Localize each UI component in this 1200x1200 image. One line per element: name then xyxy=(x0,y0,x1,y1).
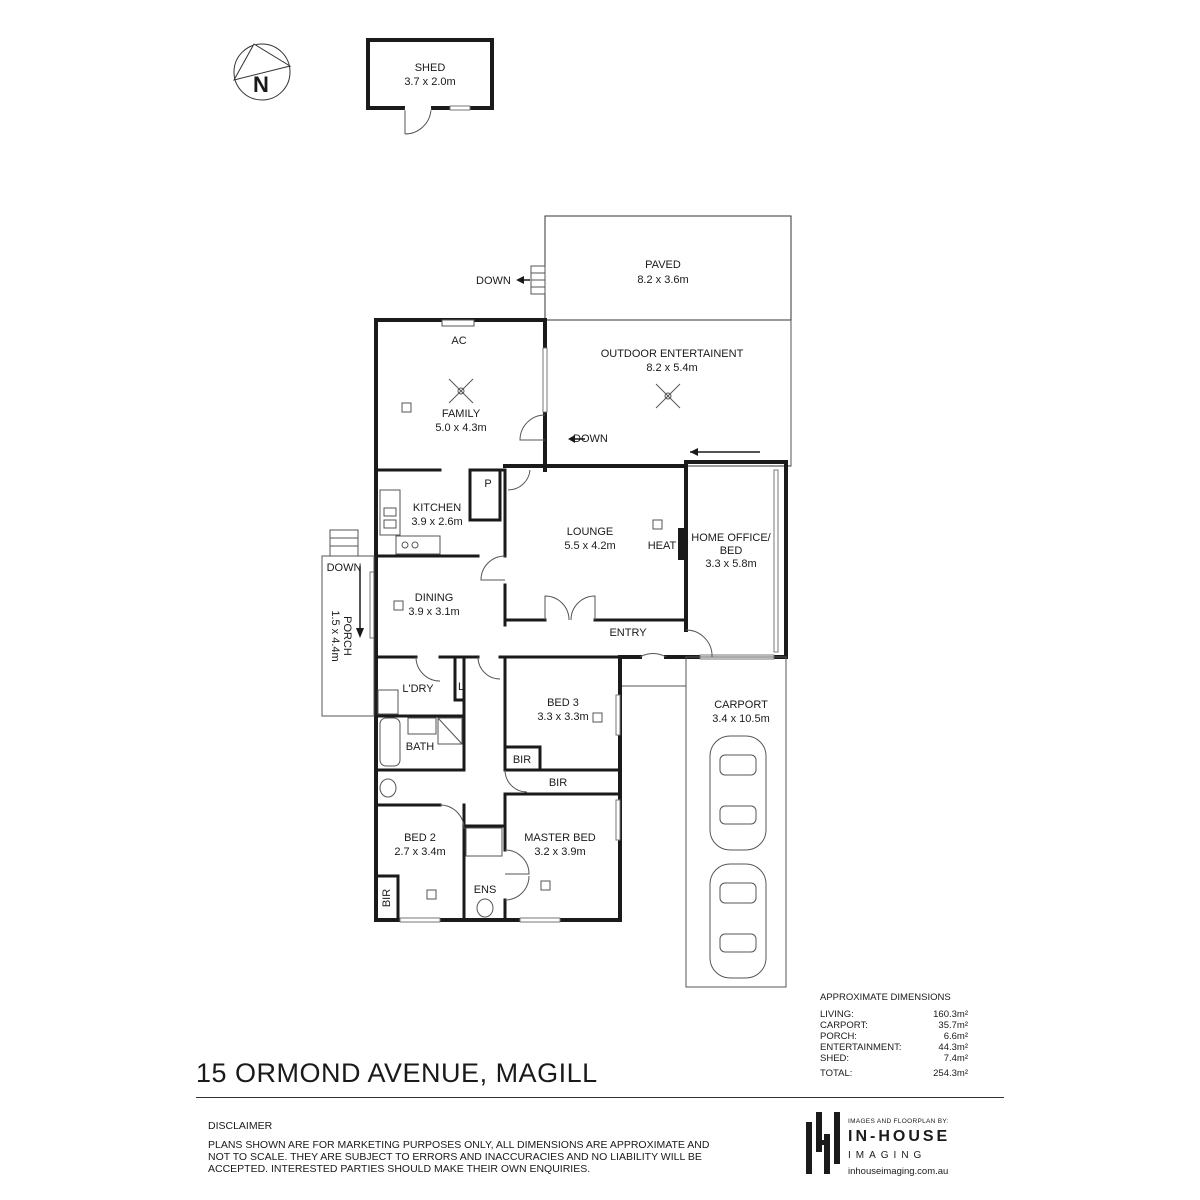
office-size: 3.3 x 5.8m xyxy=(705,558,756,570)
ac-unit-icon xyxy=(441,319,475,327)
disclaimer-heading: DISCLAIMER xyxy=(208,1120,273,1132)
paved-area: PAVED 8.2 x 3.6m DOWN xyxy=(476,215,792,321)
bed2-name: BED 2 xyxy=(404,832,436,844)
bir-label: BIR xyxy=(381,889,393,907)
entry-label: ENTRY xyxy=(609,627,647,639)
pantry-label: P xyxy=(484,478,491,490)
kitchen-name: KITCHEN xyxy=(413,502,461,514)
dining-size: 3.9 x 3.1m xyxy=(408,606,459,618)
office-name-2: BED xyxy=(720,545,743,557)
dimension-label: ENTERTAINMENT: xyxy=(820,1042,902,1053)
dimension-row: CARPORT: 35.7m² xyxy=(820,1020,968,1031)
shed-size: 3.7 x 2.0m xyxy=(404,76,455,88)
dimension-row: PORCH: 6.6m² xyxy=(820,1031,968,1042)
bath-label: BATH xyxy=(406,741,435,753)
dimension-value: 160.3m² xyxy=(933,1009,968,1020)
bed3-name: BED 3 xyxy=(547,697,579,709)
doors xyxy=(415,414,713,901)
paved-down-label: DOWN xyxy=(476,275,511,287)
outdoor-size: 8.2 x 5.4m xyxy=(646,362,697,374)
dimension-row: LIVING: 160.3m² xyxy=(820,1009,968,1020)
outdoor-entertainment: OUTDOOR ENTERTAINENT 8.2 x 5.4m DOWN xyxy=(544,319,792,467)
dimensions-heading: APPROXIMATE DIMENSIONS xyxy=(820,992,951,1003)
dimension-label: PORCH: xyxy=(820,1031,857,1042)
ac-label: AC xyxy=(451,335,466,347)
dimension-total-label: TOTAL: xyxy=(820,1068,853,1079)
dimension-value: 6.6m² xyxy=(943,1031,968,1042)
paved-name: PAVED xyxy=(645,259,681,271)
paved-size: 8.2 x 3.6m xyxy=(637,274,688,286)
bed3-size: 3.3 x 3.3m xyxy=(537,711,588,723)
heat-label: HEAT xyxy=(648,540,677,552)
ensuite-label: ENS xyxy=(474,884,497,896)
porch-name: PORCH xyxy=(341,616,353,656)
family-name: FAMILY xyxy=(442,408,481,420)
brand-url[interactable]: inhouseimaging.com.au xyxy=(848,1166,949,1177)
floor-plan: N SHED 3.7 x 2.0m PAVED 8.2 x 3.6m DOWN … xyxy=(233,38,792,988)
car-icon xyxy=(709,735,767,851)
office-name-1: HOME OFFICE/ xyxy=(691,532,771,544)
master-name: MASTER BED xyxy=(524,832,596,844)
dimension-row: ENTERTAINMENT: 44.3m² xyxy=(820,1042,968,1053)
disclaimer-line: PLANS SHOWN ARE FOR MARKETING PURPOSES O… xyxy=(208,1139,710,1151)
disclaimer-text: PLANS SHOWN ARE FOR MARKETING PURPOSES O… xyxy=(208,1139,728,1175)
light-markers xyxy=(393,402,663,900)
kitchen-size: 3.9 x 2.6m xyxy=(411,516,462,528)
lounge-size: 5.5 x 4.2m xyxy=(564,540,615,552)
carport: CARPORT 3.4 x 10.5m xyxy=(685,656,787,988)
master-size: 3.2 x 3.9m xyxy=(534,846,585,858)
in-house-logo-icon xyxy=(806,1112,840,1174)
divider xyxy=(196,1097,1004,1098)
outdoor-down-label: DOWN xyxy=(573,433,608,445)
linen-label: L xyxy=(458,681,464,693)
room-labels: AC FAMILY 5.0 x 4.3m P KITCHEN 3.9 x 2.6… xyxy=(381,335,772,907)
shed: SHED 3.7 x 2.0m xyxy=(366,38,494,135)
family-size: 5.0 x 4.3m xyxy=(435,422,486,434)
bir-label: BIR xyxy=(549,777,567,789)
porch-size: 1.5 x 4.4m xyxy=(329,610,341,661)
heater-icon xyxy=(678,528,684,560)
bed2-size: 2.7 x 3.4m xyxy=(394,846,445,858)
laundry-label: L'DRY xyxy=(402,683,434,695)
dimension-row: SHED: 7.4m² xyxy=(820,1053,968,1064)
porch-down-label: DOWN xyxy=(327,562,362,574)
dimension-total-value: 254.3m² xyxy=(933,1068,968,1079)
dimensions-table: APPROXIMATE DIMENSIONS LIVING: 160.3m² C… xyxy=(820,992,968,1079)
dimension-label: SHED: xyxy=(820,1053,850,1064)
porch: DOWN PORCH 1.5 x 4.4m xyxy=(321,529,375,717)
bir-label: BIR xyxy=(513,754,531,766)
dimension-total-row: TOTAL: 254.3m² xyxy=(820,1068,968,1079)
compass-letter: N xyxy=(253,72,269,97)
dimension-label: CARPORT: xyxy=(820,1020,868,1031)
dimension-value: 44.3m² xyxy=(938,1042,968,1053)
brand-subtitle: IMAGING xyxy=(848,1150,927,1161)
car-icon xyxy=(709,863,767,979)
fixtures xyxy=(377,489,503,918)
dimension-value: 35.7m² xyxy=(938,1020,968,1031)
property-address: 15 ORMOND AVENUE, MAGILL xyxy=(196,1058,598,1088)
brand-name: IN-HOUSE xyxy=(848,1128,951,1145)
ceiling-fan-icon xyxy=(448,378,474,404)
carport-size: 3.4 x 10.5m xyxy=(712,713,769,725)
house-walls xyxy=(369,318,788,923)
carport-name: CARPORT xyxy=(714,699,768,711)
compass-icon: N xyxy=(233,43,292,101)
disclaimer-line: NOT TO SCALE. THEY ARE SUBJECT TO ERRORS… xyxy=(208,1151,702,1163)
outdoor-name: OUTDOOR ENTERTAINENT xyxy=(601,348,744,360)
dining-name: DINING xyxy=(415,592,454,604)
brand-credit: IMAGES AND FLOORPLAN BY: xyxy=(848,1118,949,1125)
ceiling-fan-icon xyxy=(655,383,681,409)
shed-name: SHED xyxy=(415,62,446,74)
dimension-value: 7.4m² xyxy=(943,1053,968,1064)
dimension-label: LIVING: xyxy=(820,1009,854,1020)
disclaimer-line: ACCEPTED. INTERESTED PARTIES SHOULD MAKE… xyxy=(208,1163,591,1175)
lounge-name: LOUNGE xyxy=(567,526,613,538)
